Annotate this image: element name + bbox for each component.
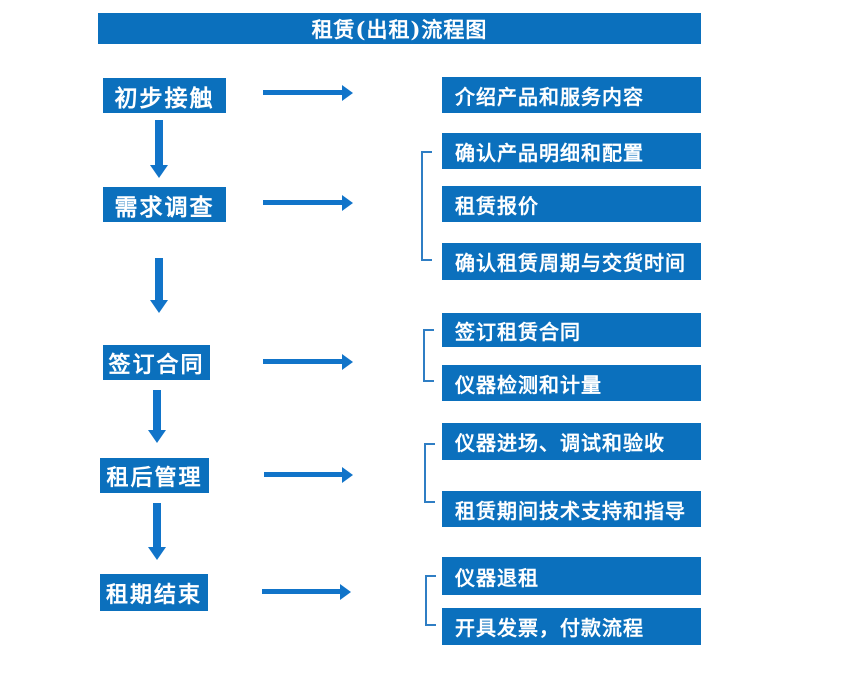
down-arrow-2-icon (150, 258, 168, 313)
detail-box-introduce-products: 介绍产品和服务内容 (442, 77, 701, 113)
right-arrow-3-icon (263, 354, 353, 370)
bracket-group-rental-end (425, 575, 436, 626)
down-arrow-1-icon (150, 120, 168, 178)
detail-box-instrument-return: 仪器退租 (442, 557, 701, 595)
bracket-group-demand-survey (421, 151, 432, 261)
stage-box-rental-end: 租期结束 (100, 574, 208, 611)
stage-box-initial-contact: 初步接触 (103, 78, 226, 113)
detail-box-confirm-product-details: 确认产品明细和配置 (442, 133, 701, 169)
right-arrow-1-icon (263, 85, 353, 101)
detail-box-confirm-rental-period: 确认租赁周期与交货时间 (442, 243, 701, 280)
bracket-group-post-rental (424, 443, 435, 503)
page-title: 租赁(出租)流程图 (311, 16, 488, 42)
detail-box-rental-quote: 租赁报价 (442, 186, 701, 222)
detail-box-invoice-payment: 开具发票，付款流程 (442, 608, 701, 645)
bracket-group-sign-contract (423, 329, 434, 382)
stage-box-post-rental-management: 租后管理 (100, 458, 209, 493)
detail-box-instrument-entry-acceptance: 仪器进场、调试和验收 (442, 423, 701, 460)
stage-box-demand-survey: 需求调查 (103, 187, 226, 222)
detail-box-tech-support: 租赁期间技术支持和指导 (442, 491, 701, 527)
title-bar: 租赁(出租)流程图 (98, 13, 701, 44)
right-arrow-5-icon (262, 584, 351, 600)
down-arrow-4-icon (148, 503, 166, 560)
detail-box-instrument-inspection: 仪器检测和计量 (442, 365, 701, 401)
right-arrow-4-icon (264, 467, 353, 483)
right-arrow-2-icon (263, 195, 353, 211)
down-arrow-3-icon (148, 390, 166, 443)
stage-box-sign-contract: 签订合同 (103, 345, 210, 380)
detail-box-sign-rental-contract: 签订租赁合同 (442, 313, 701, 347)
